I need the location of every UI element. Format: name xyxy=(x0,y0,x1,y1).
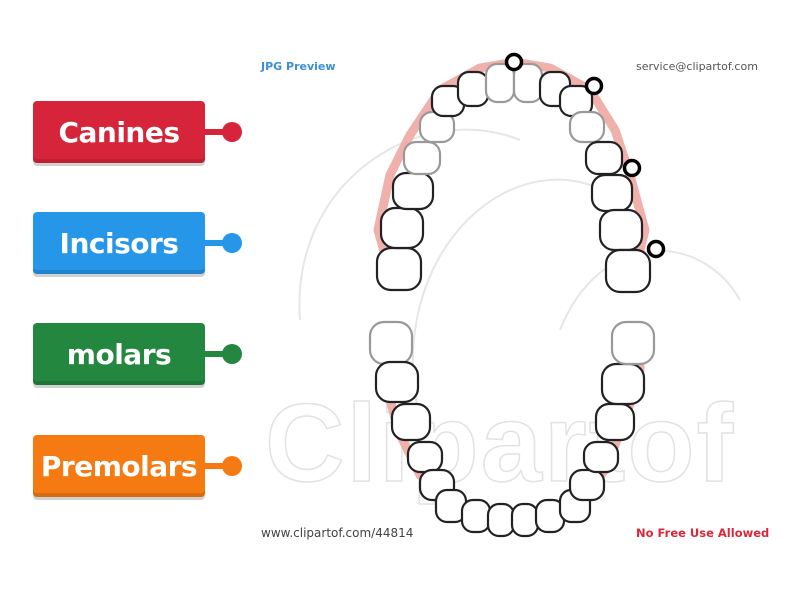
label-canines[interactable]: Canines xyxy=(33,101,205,163)
watermark-url: www.clipartof.com/44814 xyxy=(261,526,414,540)
connector-premolars xyxy=(205,463,230,469)
watermark-no-free-use: No Free Use Allowed xyxy=(636,526,770,540)
label-premolars[interactable]: Premolars xyxy=(33,435,205,497)
connector-incisors xyxy=(205,240,230,246)
watermark-brand: Clipartof xyxy=(264,381,736,506)
label-incisors[interactable]: Incisors xyxy=(33,212,205,274)
pin-canines[interactable] xyxy=(222,122,242,142)
connector-canines xyxy=(205,129,230,135)
label-molars[interactable]: molars xyxy=(33,323,205,385)
watermark-email: service@clipartof.com xyxy=(636,60,758,73)
pin-incisors[interactable] xyxy=(222,233,242,253)
connector-molars xyxy=(205,351,230,357)
pin-molars[interactable] xyxy=(222,344,242,364)
pin-premolars[interactable] xyxy=(222,456,242,476)
watermark-preview: JPG Preview xyxy=(261,60,336,73)
